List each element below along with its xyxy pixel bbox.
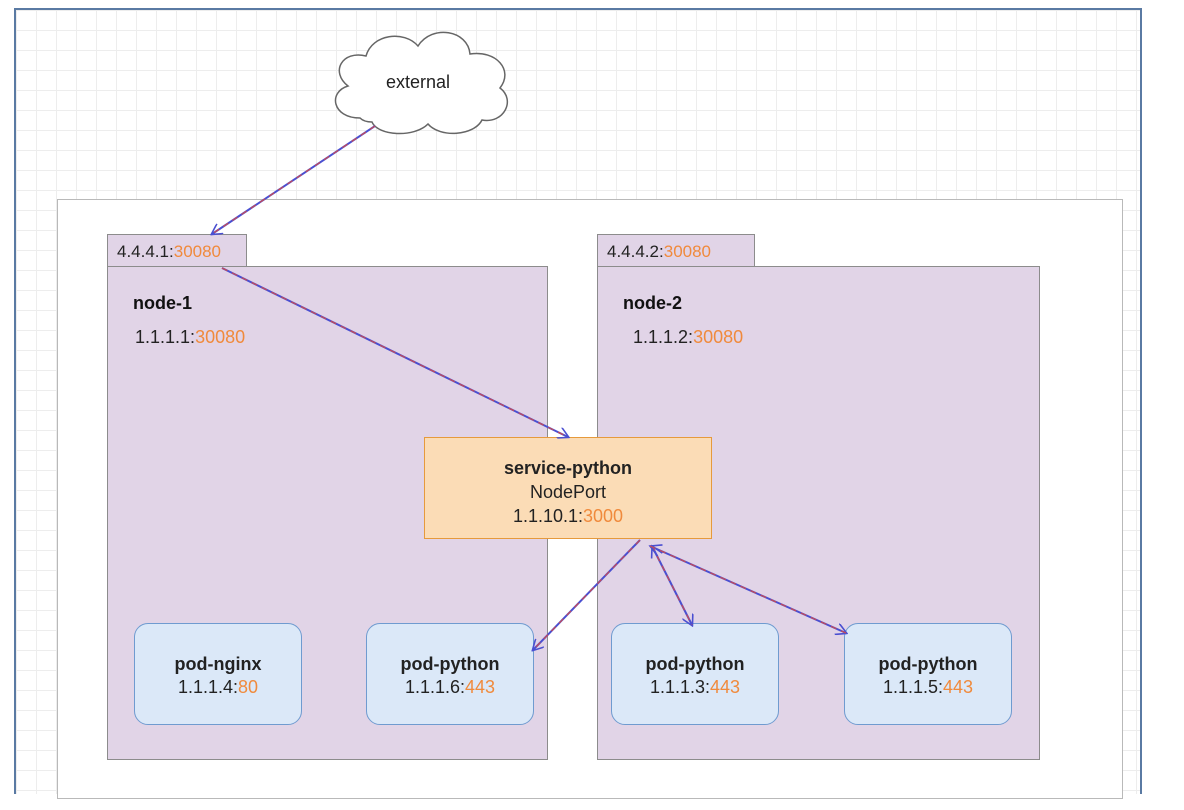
pod-port: 443 (465, 677, 496, 697)
service-address: 1.1.10.1:3000 (512, 506, 624, 526)
service-python-box: service-python NodePort 1.1.10.1:3000 (424, 437, 712, 539)
node-2-internal-address: 1.1.1.2:30080 (633, 327, 744, 347)
pod-address: 1.1.1.3:443 (649, 677, 741, 697)
pod-ip: 1.1.1.5 (882, 677, 938, 697)
node-1-internal-address: 1.1.1.1:30080 (135, 327, 246, 347)
node-2-internal-ip: 1.1.1.2 (633, 327, 689, 347)
node-2-title: node-2 (623, 293, 683, 313)
pod-name: pod-nginx (174, 654, 262, 674)
pod-address: 1.1.1.5:443 (882, 677, 974, 697)
node-1-external-ip: 4.4.4.1 (117, 242, 169, 261)
node-2-external-port: 30080 (663, 242, 712, 261)
pod-ip: 1.1.1.6 (404, 677, 460, 697)
node-2-external-ip: 4.4.4.2 (607, 242, 659, 261)
pod-box: pod-python 1.1.1.5:443 (844, 623, 1012, 725)
arrow-service-to-pod-1-1-1-6 (533, 539, 641, 650)
pod-box: pod-nginx 1.1.1.4:80 (134, 623, 302, 725)
pod-name: pod-python (400, 654, 500, 674)
arrow-service-to-pod-1-1-1-5 (648, 544, 846, 633)
service-name: service-python (503, 458, 633, 478)
pod-name: pod-python (645, 654, 745, 674)
pod-port: 443 (943, 677, 974, 697)
service-type: NodePort (529, 482, 607, 502)
pod-name: pod-python (878, 654, 978, 674)
pod-ip: 1.1.1.4 (177, 677, 233, 697)
pod-box: pod-python 1.1.1.6:443 (366, 623, 534, 725)
arrow-external-to-node-1 (212, 125, 376, 234)
pod-ip: 1.1.1.3 (649, 677, 705, 697)
node-1-internal-ip: 1.1.1.1 (135, 327, 191, 347)
arrow-node-1-to-service (221, 267, 568, 437)
node-1-external-port: 30080 (173, 242, 222, 261)
node-2-external-address-tab: 4.4.4.2:30080 (597, 234, 755, 267)
external-label: external (385, 72, 451, 92)
pod-address: 1.1.1.4:80 (177, 677, 259, 697)
pod-port: 80 (238, 677, 259, 697)
node-1-external-address-tab: 4.4.4.1:30080 (107, 234, 247, 267)
pod-port: 443 (710, 677, 741, 697)
node-1-internal-port: 30080 (195, 327, 246, 347)
pod-box: pod-python 1.1.1.3:443 (611, 623, 779, 725)
service-ip: 1.1.10.1 (512, 506, 578, 526)
arrow-service-to-pod-1-1-1-3 (650, 544, 692, 625)
service-port: 3000 (583, 506, 624, 526)
node-1-title: node-1 (133, 293, 193, 313)
pod-address: 1.1.1.6:443 (404, 677, 496, 697)
node-2-internal-port: 30080 (693, 327, 744, 347)
